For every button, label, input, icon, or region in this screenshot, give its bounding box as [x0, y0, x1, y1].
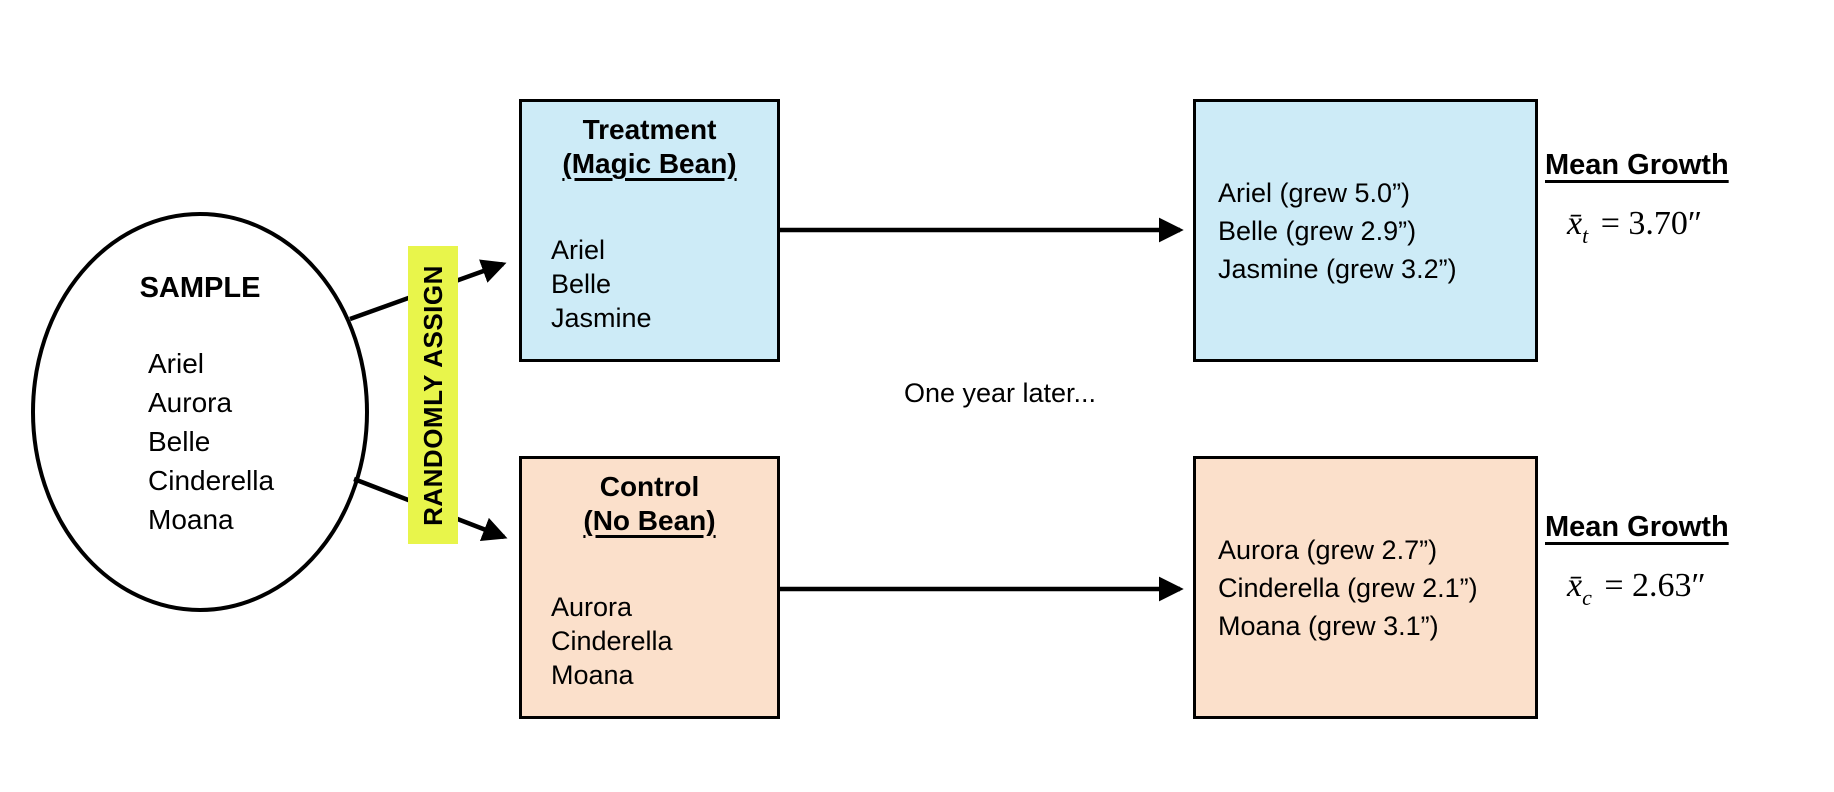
- treatment-result-line: Jasmine (grew 3.2”): [1218, 253, 1457, 284]
- control-results-box: Aurora (grew 2.7”) Cinderella (grew 2.1”…: [1193, 456, 1538, 719]
- sample-member: Moana: [148, 504, 234, 535]
- control-member-list: Aurora Cinderella Moana: [551, 590, 777, 692]
- one-year-later-label: One year later...: [903, 378, 1097, 408]
- treatment-mean-value: = 3.70″: [1600, 205, 1703, 242]
- sample-title: SAMPLE: [139, 272, 261, 304]
- control-result-line: Aurora (grew 2.7”): [1218, 534, 1438, 565]
- control-mean-subscript: c: [1582, 585, 1592, 610]
- control-member: Moana: [551, 660, 634, 690]
- sample-member: Ariel: [148, 348, 205, 379]
- randomly-assign-label: RANDOMLY ASSIGN: [417, 264, 448, 526]
- control-mean-value: = 2.63″: [1604, 567, 1706, 604]
- treatment-results-box: Ariel (grew 5.0”) Belle (grew 2.9”) Jasm…: [1193, 99, 1538, 362]
- treatment-member: Belle: [551, 269, 612, 299]
- control-member: Aurora: [551, 592, 633, 622]
- control-box: Control (No Bean) Aurora Cinderella Moan…: [519, 456, 780, 719]
- treatment-result-line: Belle (grew 2.9”): [1218, 215, 1417, 246]
- treatment-mean-heading: Mean Growth: [1545, 149, 1729, 181]
- treatment-mean-section: Mean Growth x̄t = 3.70″: [1545, 148, 1729, 248]
- control-subtitle: (No Bean): [583, 505, 716, 536]
- treatment-title: Treatment: [582, 114, 717, 145]
- control-mean-section: Mean Growth x̄c = 2.63″: [1545, 510, 1729, 610]
- treatment-result-line: Ariel (grew 5.0”): [1218, 177, 1411, 208]
- control-result-line: Cinderella (grew 2.1”): [1218, 572, 1478, 603]
- treatment-member-list: Ariel Belle Jasmine: [551, 233, 777, 335]
- treatment-box: Treatment (Magic Bean) Ariel Belle Jasmi…: [519, 99, 780, 362]
- treatment-mean-subscript: t: [1582, 223, 1589, 248]
- control-member: Cinderella: [551, 626, 673, 656]
- control-mean-formula: x̄c = 2.63″: [1545, 566, 1729, 610]
- control-title: Control: [599, 471, 700, 502]
- treatment-mean-variable: x̄: [1567, 205, 1583, 242]
- sample-member: Cinderella: [148, 465, 275, 496]
- control-mean-variable: x̄: [1567, 567, 1583, 604]
- sample-member: Aurora: [148, 387, 233, 418]
- treatment-member: Ariel: [551, 235, 606, 265]
- control-mean-heading: Mean Growth: [1545, 511, 1729, 543]
- treatment-mean-formula: x̄t = 3.70″: [1545, 204, 1729, 248]
- sample-member: Belle: [148, 426, 211, 457]
- treatment-subtitle: (Magic Bean): [562, 148, 737, 179]
- randomly-assign-band: RANDOMLY ASSIGN: [408, 246, 458, 544]
- sample-ellipse: [31, 212, 369, 612]
- sample-member-list: Ariel Aurora Belle Cinderella Moana: [148, 344, 274, 539]
- treatment-member: Jasmine: [551, 303, 652, 333]
- control-result-line: Moana (grew 3.1”): [1218, 610, 1439, 641]
